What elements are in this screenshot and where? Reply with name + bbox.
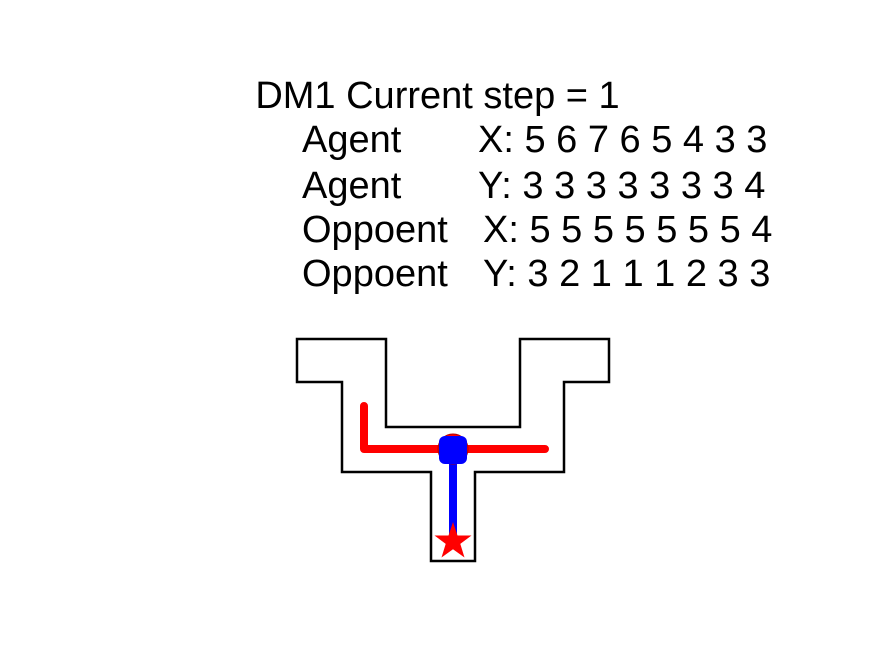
row-axis: X: 5 5 5 5 5 5 5 4 bbox=[483, 209, 773, 251]
opponent-marker bbox=[439, 436, 467, 464]
opponent-x-row: Oppoent X: 5 5 5 5 5 5 5 4 bbox=[302, 208, 772, 252]
opponent-y-row: Oppoent Y: 3 2 1 1 1 2 3 3 bbox=[302, 252, 770, 296]
row-label: Agent bbox=[302, 119, 402, 161]
row-label: Agent bbox=[302, 165, 402, 207]
row-axis: X: 5 6 7 6 5 4 3 3 bbox=[478, 119, 768, 161]
row-label: Oppoent bbox=[302, 253, 448, 295]
maze-walls bbox=[295, 337, 611, 563]
star-icon bbox=[434, 522, 472, 558]
agent-x-row: Agent X: 5 6 7 6 5 4 3 3 bbox=[302, 118, 767, 162]
row-axis: Y: 3 3 3 3 3 3 3 4 bbox=[478, 165, 766, 207]
row-axis: Y: 3 2 1 1 1 2 3 3 bbox=[483, 253, 771, 295]
row-values: 5 5 5 5 5 5 5 4 bbox=[529, 209, 773, 251]
title-text: DM1 Current step = 1 bbox=[255, 75, 620, 117]
agent-path bbox=[360, 402, 549, 453]
figure-title: DM1 Current step = 1 bbox=[0, 74, 875, 118]
agent-y-row: Agent Y: 3 3 3 3 3 3 3 4 bbox=[302, 164, 765, 208]
row-values: 3 2 1 1 1 2 3 3 bbox=[527, 253, 771, 295]
row-values: 3 3 3 3 3 3 3 4 bbox=[522, 165, 766, 207]
row-values: 5 6 7 6 5 4 3 3 bbox=[524, 119, 768, 161]
row-label: Oppoent bbox=[302, 209, 448, 251]
